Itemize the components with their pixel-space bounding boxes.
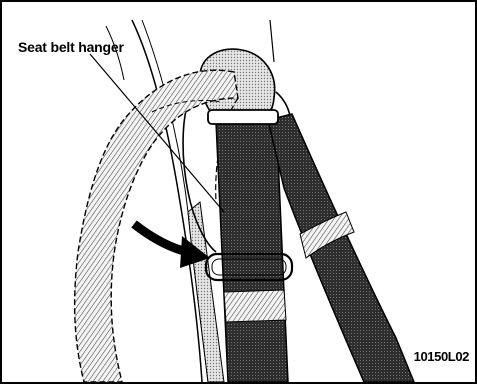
motion-arrow (134, 224, 188, 252)
callout-label: Seat belt hanger (18, 39, 124, 55)
pillar-line (270, 20, 274, 62)
belt-diagonal (268, 114, 414, 382)
hanger-top-slot (208, 110, 278, 124)
figure-id: 10150L02 (414, 349, 469, 364)
belt-vertical-band (224, 290, 286, 322)
